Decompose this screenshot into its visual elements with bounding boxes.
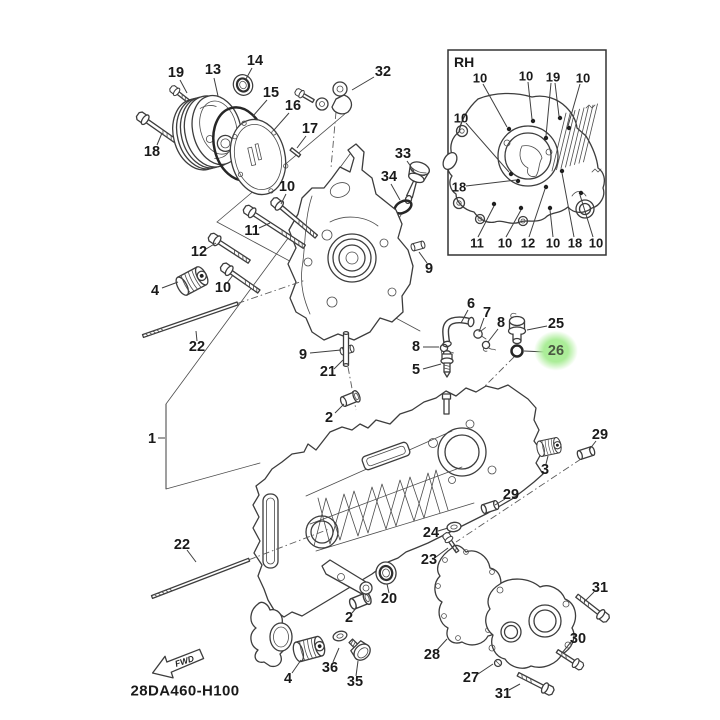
part-callout-10-inset: 10 [497,235,513,251]
part-31-bolt-upper [575,593,612,625]
part-12-bolt [205,230,251,264]
part-callout-16: 16 [284,97,302,114]
part-13-clutch-drum [172,94,243,171]
part-callout-2: 2 [344,609,354,626]
part-callout-6: 6 [466,295,476,312]
part-callout-31: 31 [494,685,512,702]
part-callout-4: 4 [283,670,293,687]
part-callout-30: 30 [569,630,587,647]
part-callout-32: 32 [374,63,392,80]
part-29-collar-upper [575,445,597,461]
part-callout-18: 18 [143,143,161,160]
fwd-arrow: FWD [151,648,205,679]
part-35-drain-plug [348,638,371,661]
upper-crankcase-half [287,143,414,341]
part-callout-27: 27 [462,669,480,686]
part-callout-26: 26 [547,342,565,359]
part-callout-8: 8 [496,314,506,331]
part-11-bolt [240,202,307,249]
part-callout-4: 4 [150,282,160,299]
part-callout-14: 14 [246,52,264,69]
part-callout-11-inset: 11 [470,235,484,251]
part-26-oring [510,344,524,358]
part-16-cover-plate [229,118,289,196]
inset-title: RH [454,54,475,70]
part-callout-10-inset: 10 [472,70,488,86]
part-3-collar [535,436,564,458]
part-callout-10: 10 [214,279,232,296]
part-callout-22: 22 [173,536,191,553]
leader-lines [156,67,597,691]
rh-leader-lines [465,81,594,238]
part-25-joint [507,312,527,345]
part-10-bolt-top [268,194,319,239]
part-22-stud-upper [141,280,304,339]
part-callout-5: 5 [411,361,421,378]
part-callout-12-inset: 12 [520,235,536,251]
part-4-damper-lower [290,634,328,664]
part-callout-24: 24 [422,524,440,541]
part-callout-10-inset: 10 [453,110,469,126]
part-callout-10-inset: 10 [588,235,604,251]
part-callout-19: 19 [167,64,185,81]
part-callout-23: 23 [420,551,438,568]
part-callout-9: 9 [424,260,434,277]
part-callout-10: 10 [278,178,296,195]
part-9-dowel-right [409,240,427,252]
part-8-clip-upper [481,340,497,352]
part-5-oil-switch [440,350,454,378]
part-callout-28: 28 [423,646,441,663]
part-callout-29: 29 [502,486,520,503]
part-callout-35: 35 [346,673,364,690]
part-36-washer [331,629,349,643]
main-crankcase [252,384,544,618]
part-callout-21: 21 [319,363,337,380]
part-callout-20: 20 [380,590,398,607]
part-callout-18-inset: 18 [567,235,583,251]
rh-hatch-block [551,103,602,173]
part-callout-2: 2 [324,409,334,426]
part-27-cover [485,578,577,669]
part-31-bolt-lower [516,671,557,698]
part-30-bolt [555,649,586,673]
part-callout-11: 11 [244,222,260,239]
part-callout-17: 17 [301,120,319,137]
part-callout-29: 29 [591,426,609,443]
front-linkage [250,601,293,668]
part-4-damper-upper [172,264,212,298]
part-callout-3: 3 [540,461,550,478]
rh-bolt-dots [491,115,584,211]
part-6-hose [442,316,475,348]
part-10-bolt-lower [218,260,261,294]
part-callout-31: 31 [591,579,609,596]
part-callout-36: 36 [321,659,339,676]
part-callout-33: 33 [394,145,412,162]
part-callout-15: 15 [262,84,280,101]
part-callout-1: 1 [147,430,157,447]
part-callout-7: 7 [482,304,492,321]
part-21-pin [342,330,350,368]
part-callout-10-inset: 10 [518,68,534,84]
part-33-oil-plug [404,161,431,205]
part-callout-9: 9 [298,346,308,363]
part-7-clamp [473,327,487,340]
part-callout-22: 22 [188,338,206,355]
part-callout-8: 8 [411,338,421,355]
part-callout-34: 34 [380,168,398,185]
part-32-bracket [293,81,353,115]
rh-inset-panel [442,49,607,256]
part-callout-18-inset: 18 [451,179,467,195]
part-14-seal [228,70,258,100]
part-callout-19-inset: 19 [545,69,561,85]
part-callout-25: 25 [547,315,565,332]
part-22-stud-lower [150,528,330,600]
drawing-code: 28DA460-H100 [130,682,240,700]
part-17-pin [289,147,302,158]
part-callout-13: 13 [204,61,222,78]
part-callout-10-inset: 10 [575,70,591,86]
part-callout-10-inset: 10 [545,235,561,251]
part-callout-12: 12 [190,243,208,260]
